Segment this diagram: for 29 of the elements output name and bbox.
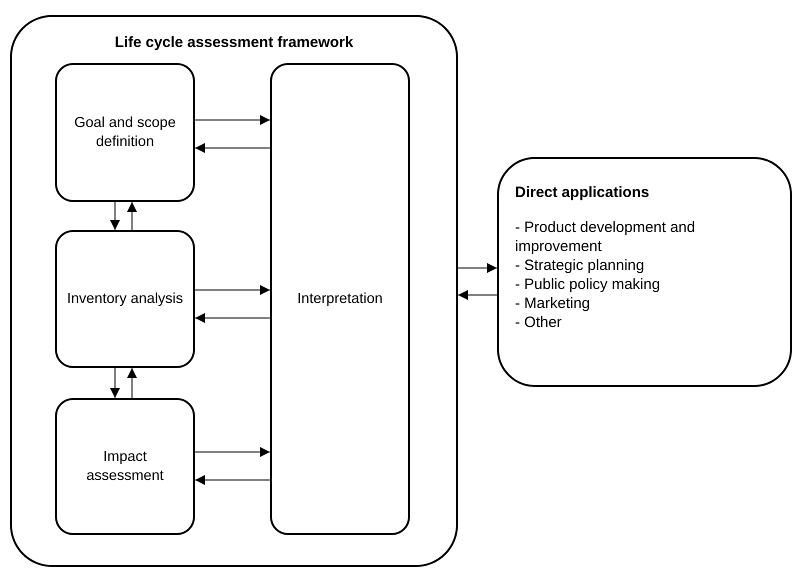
- node-label: Inventory analysis: [66, 290, 184, 308]
- list-item: - Other: [515, 313, 563, 332]
- list-item: - Marketing: [515, 294, 592, 313]
- arrow: [458, 290, 498, 300]
- arrow: [127, 202, 137, 230]
- arrow: [110, 368, 120, 398]
- node-label: Impact assessment: [85, 448, 165, 486]
- arrow: [127, 368, 137, 398]
- process-box: [55, 63, 195, 202]
- process-box: [55, 398, 195, 535]
- list-item: - Strategic planning: [515, 256, 646, 275]
- arrow: [194, 115, 270, 125]
- arrow: [194, 313, 270, 323]
- arrow: [194, 475, 270, 485]
- list-item: - Public policy making: [515, 275, 662, 294]
- arrow: [458, 263, 498, 273]
- framework-title: Life cycle assessment framework: [114, 33, 354, 52]
- process-box: [55, 230, 195, 368]
- arrow: [194, 143, 270, 153]
- heading: Direct applications: [515, 183, 650, 202]
- node-label: Goal and scope definition: [73, 114, 177, 152]
- node-label: Interpretation: [296, 290, 384, 308]
- list-item: - Product development and improvement: [515, 218, 696, 256]
- arrow: [110, 202, 120, 230]
- framework-box: [10, 15, 458, 567]
- arrow: [194, 447, 270, 457]
- arrow: [194, 285, 270, 295]
- process-box: [270, 63, 410, 535]
- applications-box: [497, 157, 792, 387]
